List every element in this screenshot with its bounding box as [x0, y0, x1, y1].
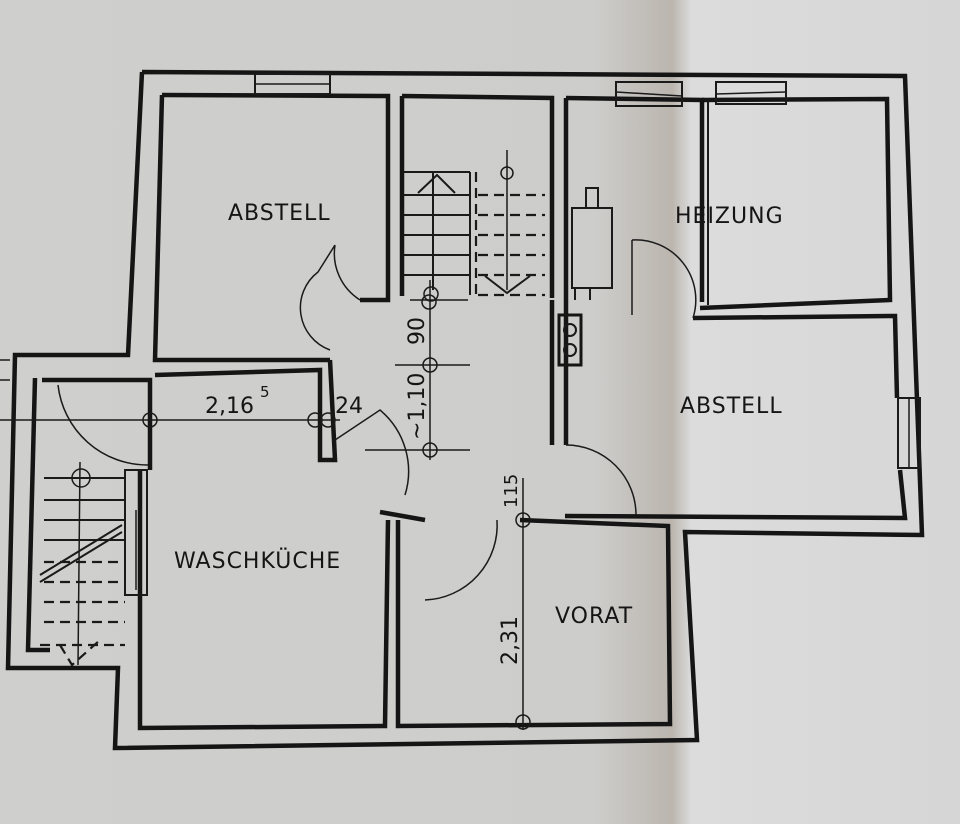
- dimension-lines: [0, 280, 531, 730]
- door-waschkueche: [334, 409, 410, 496]
- window-heizung-left: [615, 81, 683, 107]
- left-staircase: [39, 461, 125, 667]
- dim-corridor-110: ~1,10: [405, 373, 430, 440]
- room-label-waschkueche: WASCHKÜCHE: [174, 548, 341, 574]
- heating-boiler: [557, 187, 613, 367]
- dim-vorat-depth: 2,31: [498, 616, 523, 665]
- windows: [124, 73, 921, 596]
- room-label-vorat: VORAT: [555, 604, 633, 629]
- door-abstell: [299, 244, 361, 351]
- door-abstell-2: [565, 444, 637, 516]
- dim-corridor-90: 90: [405, 317, 430, 345]
- window-heizung-right: [715, 81, 787, 105]
- doors: [57, 239, 697, 601]
- room-label-heizung: HEIZUNG: [675, 204, 784, 229]
- room-label-abstell-2: ABSTELL: [680, 394, 783, 419]
- door-heizung: [631, 239, 697, 319]
- dim-waschkueche-width: 2,16: [205, 394, 254, 419]
- outer-walls: [5, 69, 925, 751]
- dim-waschkueche-width-sup: 5: [260, 383, 270, 401]
- room-label-abstell: ABSTELL: [228, 201, 331, 226]
- dim-wall-24: 24: [335, 394, 363, 419]
- door-vorat: [424, 519, 498, 601]
- door-stair: [57, 384, 149, 466]
- central-staircase: [404, 150, 545, 297]
- dim-door-115: 115: [501, 474, 522, 508]
- window-waschkueche-left: [124, 469, 148, 596]
